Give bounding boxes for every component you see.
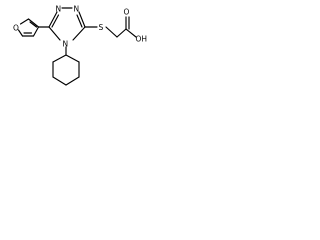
carboxyl-oh-bond <box>125 28 137 38</box>
triazole-bond-n4-c5 <box>48 26 61 41</box>
atom-label-o-carbonyl: O <box>124 8 130 17</box>
cyclohexyl-bond-4 <box>52 76 67 86</box>
ch2-carboxyl-bond <box>116 28 127 38</box>
furan-bond-2 <box>27 18 40 28</box>
atom-label-n-top-left: N <box>56 5 62 14</box>
triazole-bond-c5-n1 <box>48 11 58 28</box>
structure-canvas: N N N O S O OH <box>0 0 148 98</box>
cyclohexyl-bond-3 <box>65 76 80 86</box>
triazole-double-bond-2 <box>76 14 83 28</box>
furan-bond-5 <box>17 29 24 37</box>
atom-label-o-furan: O <box>13 24 19 33</box>
furan-double-bond-1 <box>29 21 38 28</box>
atom-label-n-ring-lower: N <box>63 40 69 49</box>
furan-bond-1 <box>19 18 30 25</box>
sulfur-ch2-bond <box>105 26 118 38</box>
atom-label-s-thioether: S <box>99 23 104 32</box>
atom-label-n-top-right: N <box>74 5 80 14</box>
cyclohexyl-bond-1 <box>65 54 80 63</box>
triazole-bond-c3-n4 <box>72 26 86 41</box>
atom-label-oh-acid: OH <box>136 35 148 44</box>
molecule-structure: N N N O S O OH <box>13 5 148 86</box>
triazole-bond-n2-c3 <box>78 11 86 28</box>
cyclohexyl-bond-6 <box>52 54 67 63</box>
furan-bond-3 <box>32 26 40 37</box>
triazole-double-bond-1 <box>51 14 60 28</box>
